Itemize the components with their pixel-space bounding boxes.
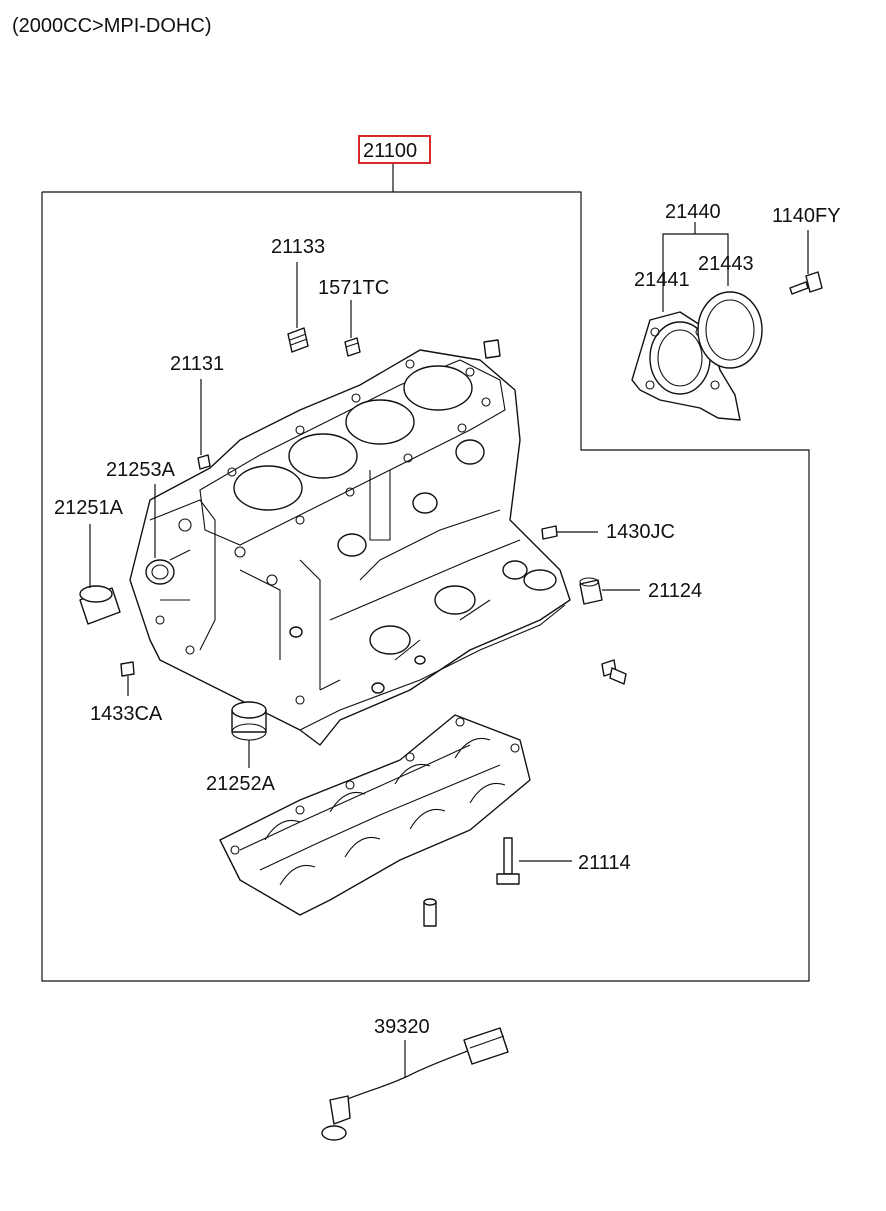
plug-1571TC bbox=[344, 337, 361, 357]
plug-1433CA bbox=[120, 661, 135, 677]
rear-oil-seal-case bbox=[631, 311, 741, 421]
part-label-21133[interactable]: 21133 bbox=[271, 236, 325, 258]
part-label-21114[interactable]: 21114 bbox=[578, 852, 631, 874]
part-label-21441[interactable]: 21441 bbox=[634, 269, 690, 291]
rear-oil-seal bbox=[697, 291, 763, 369]
sleeve-21124 bbox=[579, 577, 603, 605]
diagram-title: (2000CC>MPI-DOHC) bbox=[12, 15, 211, 37]
part-label-21251A[interactable]: 21251A bbox=[54, 497, 124, 519]
bolt-1140FY bbox=[789, 271, 823, 295]
part-label-21131[interactable]: 21131 bbox=[170, 353, 224, 375]
part-label-21252A[interactable]: 21252A bbox=[206, 773, 276, 795]
part-label-21100[interactable]: 21100 bbox=[363, 140, 417, 162]
main-part-highlight-box bbox=[358, 135, 431, 164]
bolt-side bbox=[601, 659, 627, 685]
part-label-1430JC[interactable]: 1430JC bbox=[606, 521, 675, 543]
part-label-1571TC[interactable]: 1571TC bbox=[318, 277, 389, 299]
bolt-21114 bbox=[496, 837, 520, 885]
part-label-1140FY[interactable]: 1140FY bbox=[772, 205, 841, 227]
knock-sensor-39320 bbox=[321, 1027, 509, 1141]
bushing-21251A bbox=[79, 585, 121, 625]
pin-1430JC bbox=[541, 525, 558, 540]
part-label-21443[interactable]: 21443 bbox=[698, 253, 754, 275]
part-label-21253A[interactable]: 21253A bbox=[106, 459, 176, 481]
bushing-21252A bbox=[231, 701, 267, 741]
assembly-outline bbox=[41, 191, 810, 982]
part-label-1433CA[interactable]: 1433CA bbox=[90, 703, 163, 725]
dowel-bottom bbox=[423, 898, 437, 927]
pin-21131 bbox=[197, 454, 211, 470]
part-label-39320[interactable]: 39320 bbox=[374, 1016, 430, 1038]
bearing-cap-ladder bbox=[219, 714, 531, 916]
cylinder-block bbox=[129, 349, 571, 746]
plug-21133 bbox=[287, 327, 309, 353]
dowel-top bbox=[483, 339, 501, 359]
part-label-21124[interactable]: 21124 bbox=[648, 580, 702, 602]
part-label-21440[interactable]: 21440 bbox=[665, 201, 721, 223]
